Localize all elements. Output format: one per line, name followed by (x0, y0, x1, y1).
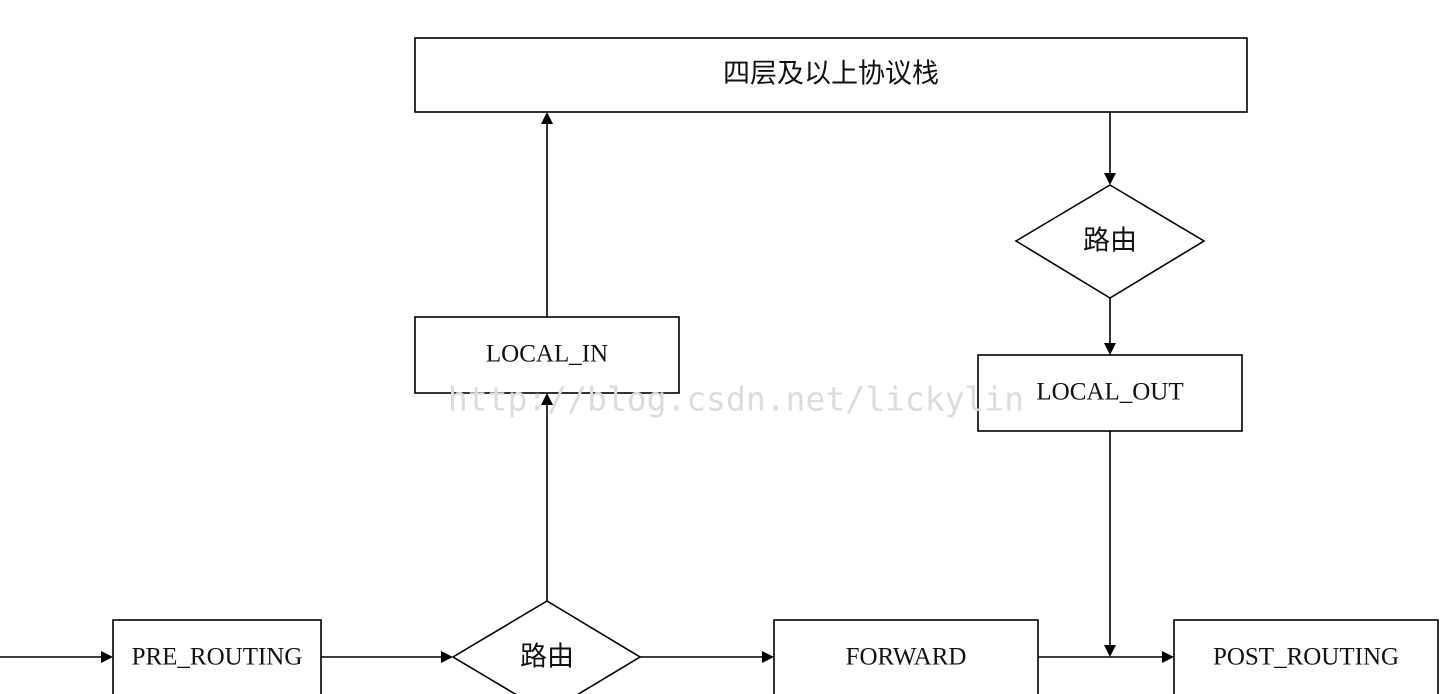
arrow-head-localin-to-stack (541, 112, 553, 124)
local-out-box: LOCAL_OUT (977, 354, 1243, 432)
post-routing-label: POST_ROUTING (1213, 644, 1399, 671)
arrow-head-route-to-forward (762, 651, 774, 663)
arrow-head-stack-to-route (1104, 173, 1116, 185)
pre-routing-label: PRE_ROUTING (132, 644, 303, 671)
arrow-head-route-to-localin (541, 393, 553, 405)
arrow-head-prerouting-to-route (441, 651, 453, 663)
forward-box: FORWARD (773, 619, 1039, 694)
route-decision-top: 路由 (1014, 184, 1206, 299)
arrow-head-localout-to-postrouting (1104, 645, 1116, 657)
local-out-label: LOCAL_OUT (1036, 379, 1183, 406)
route-decision-bottom: 路由 (451, 600, 642, 694)
route-top-label: 路由 (1083, 226, 1137, 257)
watermark-text: http://blog.csdn.net/lickylin (448, 380, 1024, 419)
route-bottom-label: 路由 (520, 642, 574, 673)
pre-routing-box: PRE_ROUTING (112, 619, 322, 694)
forward-label: FORWARD (846, 644, 967, 671)
arrow-head-route-to-localout (1104, 343, 1116, 355)
local-in-box: LOCAL_IN (414, 316, 680, 394)
local-in-label: LOCAL_IN (486, 341, 608, 368)
arrow-head-incoming (101, 651, 113, 663)
protocol-stack-box: 四层及以上协议栈 (414, 37, 1248, 113)
post-routing-box: POST_ROUTING (1173, 619, 1439, 694)
arrow-head-forward-to-postrouting (1162, 651, 1174, 663)
protocol-stack-label: 四层及以上协议栈 (723, 59, 939, 90)
